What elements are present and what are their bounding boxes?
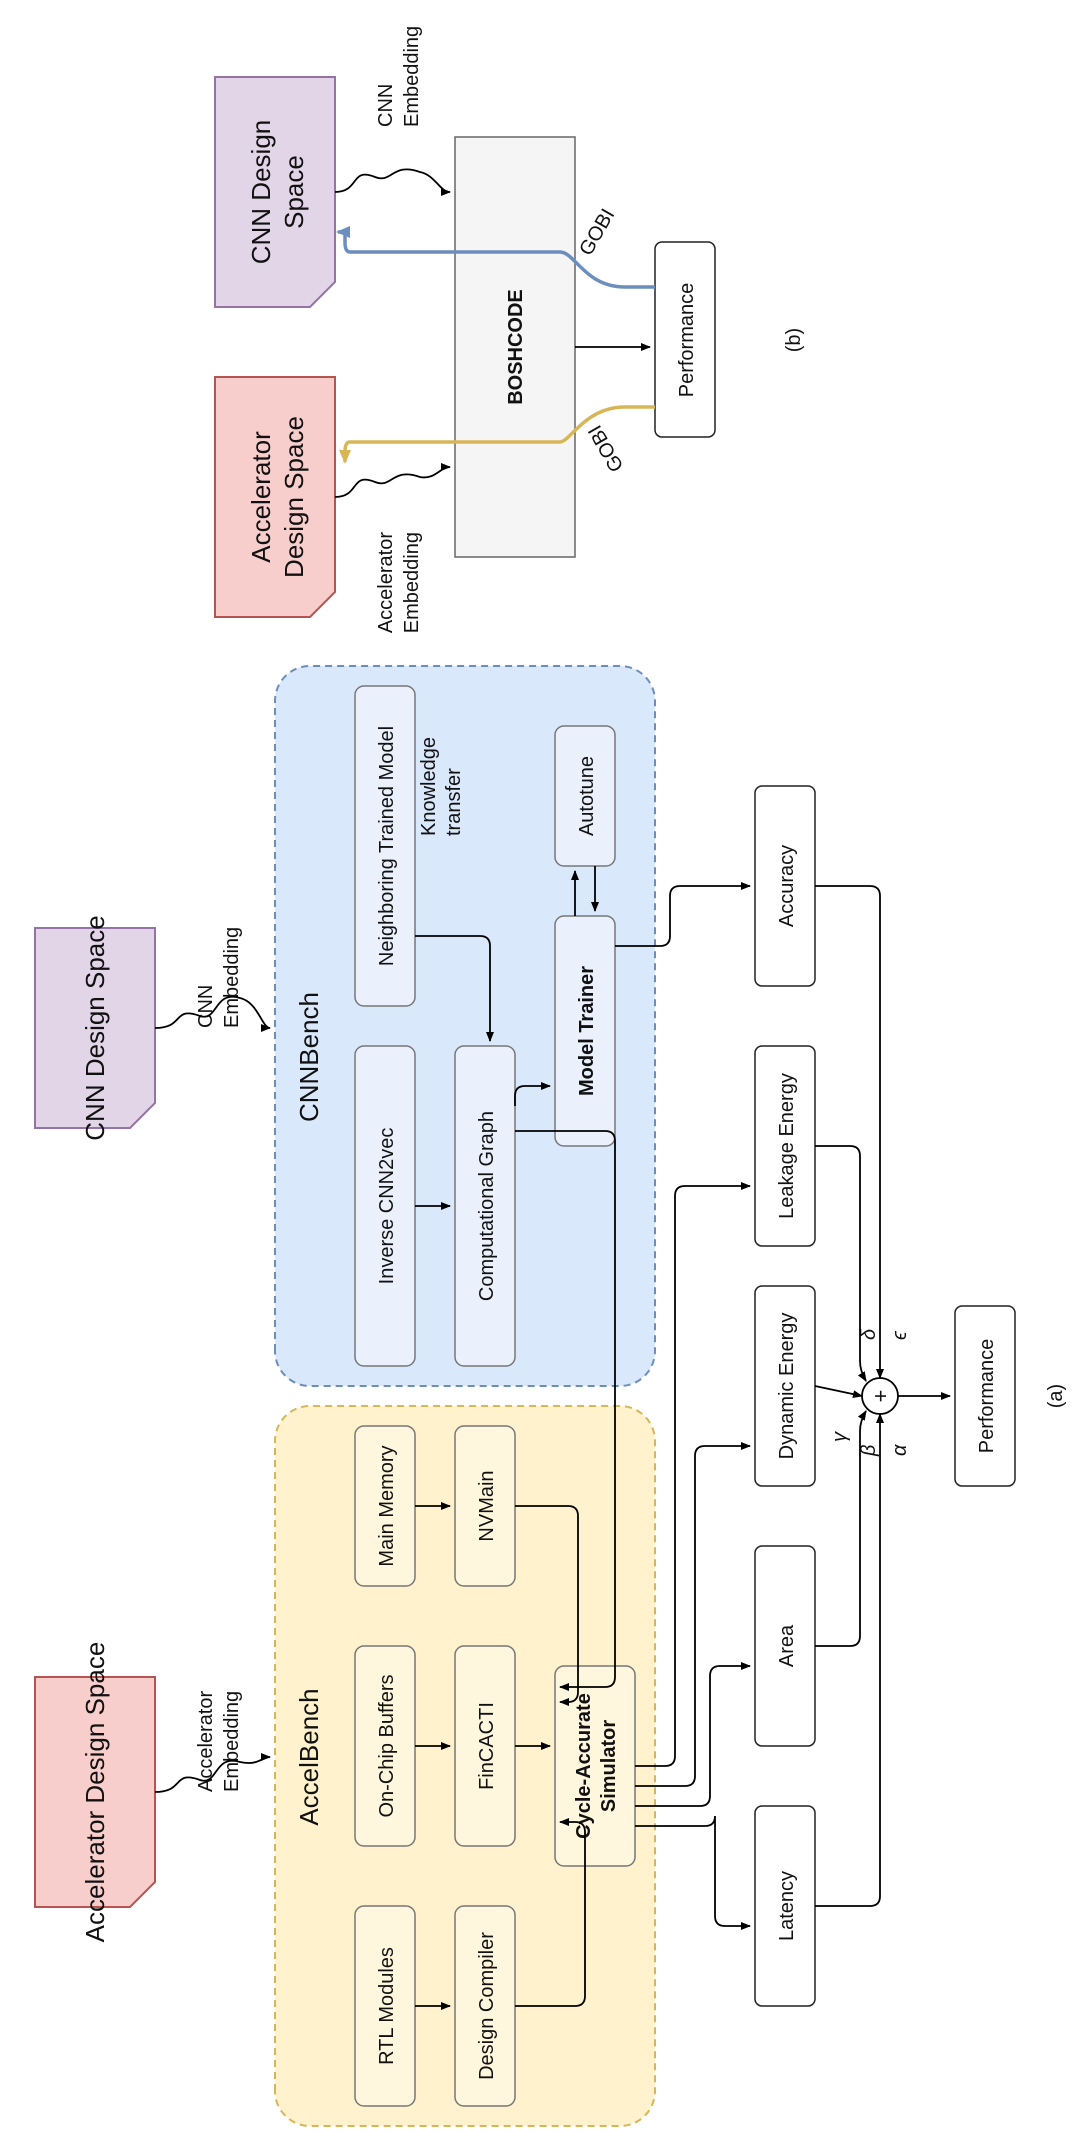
b-cnn-design-space-card (214, 76, 336, 308)
svg-text:Accelerator: Accelerator (246, 431, 276, 563)
svg-text:Neighboring Trained Model: Neighboring Trained Model (376, 726, 398, 966)
svg-text:Design Compiler: Design Compiler (476, 1932, 498, 2080)
weight-gamma: γ (829, 1431, 851, 1442)
caption-b: (b) (783, 328, 805, 352)
svg-text:Simulator: Simulator (598, 1720, 620, 1812)
b-accel-embedding-label: Accelerator Embedding Accelerator Embedd… (375, 532, 423, 634)
svg-text:FinCACTI: FinCACTI (476, 1702, 498, 1790)
accelbench-title: AccelBench (294, 1688, 324, 1825)
model-trainer-box: Model Trainer (554, 915, 616, 1147)
cnn-design-space-card (34, 927, 156, 1129)
cnnbench-title: CNNBench (294, 992, 324, 1122)
svg-text:Embedding: Embedding (401, 26, 423, 127)
performance-box-b: Performance (654, 241, 716, 438)
accel-design-space-card (34, 1676, 156, 1908)
svg-text:Performance: Performance (976, 1339, 998, 1454)
svg-text:Accelerator Embedding: Accelerator Embedding (218, 1781, 221, 1792)
leakage-energy-box: Leakage Energy (754, 1045, 816, 1247)
weight-alpha: α (889, 1444, 911, 1456)
on-chip-buffers-box: On-Chip Buffers (354, 1645, 416, 1847)
svg-text:Performance: Performance (676, 283, 698, 398)
weight-epsilon: ϵ (889, 1330, 911, 1340)
svg-text:NVMain: NVMain (476, 1470, 498, 1541)
svg-text:RTL Modules: RTL Modules (376, 1947, 398, 2065)
cnn-embedding-label: CNN Embedding CNN Embedding (195, 927, 243, 1028)
svg-text:Accuracy: Accuracy (776, 845, 798, 927)
rtl-modules-box: RTL Modules (354, 1905, 416, 2107)
fincacti-box: FinCACTI (454, 1645, 516, 1847)
svg-text:Embedding: Embedding (221, 927, 243, 1028)
svg-text:CNN Design: CNN Design (246, 120, 276, 265)
accel-embedding-label: Accelerator Embedding Accelerator Embedd… (195, 1691, 243, 1792)
computational-graph-box: Computational Graph (454, 1045, 516, 1367)
cnn-design-space-label: CNN Design Space (80, 915, 110, 1140)
svg-text:Accelerator: Accelerator (195, 1691, 217, 1792)
area-box: Area (754, 1545, 816, 1747)
svg-text:Design Space: Design Space (279, 416, 309, 578)
svg-text:Dynamic Energy: Dynamic Energy (776, 1313, 798, 1460)
dynamic-energy-box: Dynamic Energy (754, 1285, 816, 1487)
svg-text:CNN Design Space: CNN Design Space (284, 183, 286, 192)
b-cnn-design-space-label: CNN Design Space CNN Design Space (246, 120, 309, 265)
sum-symbol: + (868, 1390, 893, 1403)
inverse-cnn2vec-box: Inverse CNN2vec (354, 1045, 416, 1367)
svg-text:Autotune: Autotune (576, 756, 598, 836)
b-cnn-embedding-label: CNN Embedding CNN Embedding (375, 26, 423, 127)
b-gobi-accel-label: GOBI (584, 421, 628, 475)
svg-text:transfer: transfer (443, 768, 465, 836)
caption-a: (a) (1045, 1384, 1067, 1408)
svg-text:CNN Embedding: CNN Embedding (399, 119, 401, 127)
svg-text:Accelerator Embedding: Accelerator Embedding (398, 561, 401, 572)
nvmain-box: NVMain (454, 1425, 516, 1587)
accuracy-box: Accuracy (754, 785, 816, 987)
knowledge-transfer-label: Knowledge transfer Knowledge transfer (418, 737, 465, 836)
cycle-accurate-simulator-box: Cycle-Accurate Simulator Cycle-Accurate … (554, 1665, 636, 1867)
b-accel-design-space-card (214, 376, 336, 618)
svg-text:Area: Area (776, 1624, 798, 1667)
latency-box: Latency (754, 1805, 816, 2007)
accel-design-space-label: Accelerator Design Space (80, 1642, 110, 1943)
svg-text:Latency: Latency (776, 1871, 798, 1941)
svg-text:Embedding: Embedding (221, 1691, 243, 1792)
svg-text:CNN Embedding: CNN Embedding (219, 1020, 221, 1028)
svg-text:Cycle-Accurate: Cycle-Accurate (573, 1693, 595, 1839)
neighboring-trained-model-box: Neighboring Trained Model (354, 685, 416, 1007)
svg-text:Main Memory: Main Memory (376, 1445, 398, 1566)
svg-text:Embedding: Embedding (401, 532, 423, 633)
svg-text:CNN: CNN (375, 84, 397, 127)
svg-text:Model Trainer: Model Trainer (576, 966, 598, 1096)
boshcode-label: BOSHCODE (505, 289, 527, 405)
main-memory-box: Main Memory (354, 1425, 416, 1587)
svg-text:Knowledge: Knowledge (418, 737, 440, 836)
weight-delta: δ (858, 1328, 880, 1340)
panel-b-connectors (334, 168, 655, 498)
svg-text:On-Chip Buffers: On-Chip Buffers (376, 1674, 398, 1817)
panel-a-connectors (154, 866, 951, 2010)
autotune-box: Autotune (554, 725, 616, 867)
b-accel-design-space-label: Accelerator Design Space Accelerator Des… (246, 416, 309, 578)
svg-text:Space: Space (279, 155, 309, 229)
svg-text:CNN: CNN (195, 985, 217, 1028)
performance-box-a: Performance (954, 1305, 1016, 1487)
svg-text:Inverse CNN2vec: Inverse CNN2vec (376, 1128, 398, 1285)
svg-text:Computational Graph: Computational Graph (476, 1111, 498, 1301)
svg-text:Leakage Energy: Leakage Energy (776, 1073, 798, 1219)
weight-beta: β (858, 1445, 880, 1457)
design-compiler-box: Design Compiler (454, 1905, 516, 2107)
b-gobi-cnn-label: GOBI (575, 205, 619, 259)
svg-text:Accelerator: Accelerator (375, 532, 397, 633)
